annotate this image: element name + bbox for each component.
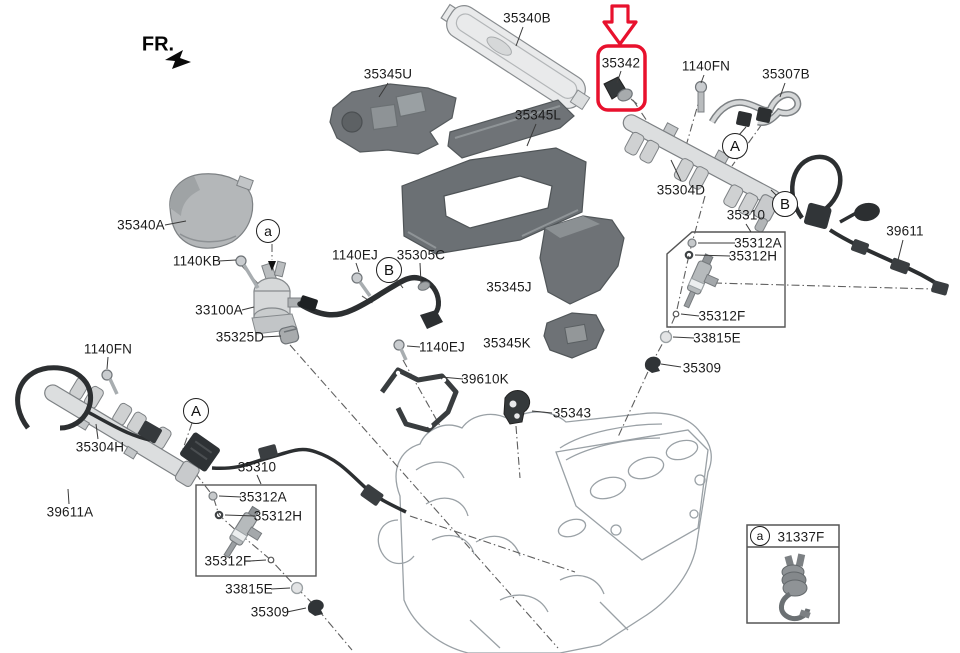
part-label-35340B[interactable]: 35340B <box>503 10 551 26</box>
oring-35312F-right <box>672 310 680 318</box>
bolt-1140FN-right <box>694 80 708 113</box>
bolt-1140KB <box>235 255 260 289</box>
oring-35312F-left <box>267 556 275 564</box>
injector-box-left <box>195 484 317 577</box>
part-label-35325D[interactable]: 35325D <box>215 329 265 345</box>
fuel-rail-right-35304D <box>622 114 782 233</box>
cover-35340B <box>440 3 591 111</box>
leader-lines <box>67 26 904 613</box>
oring-35312H-right <box>684 250 694 260</box>
part-label-35343[interactable]: 35343 <box>552 405 592 421</box>
harness-39611A <box>15 365 407 514</box>
callout-circle-A-left: A <box>183 398 209 424</box>
foam-35345J <box>539 215 625 305</box>
callout-circle-A-right: A <box>722 133 748 159</box>
callout-circle-B-left: B <box>376 257 402 283</box>
injector-right <box>683 253 719 309</box>
hose-35305C <box>297 274 443 329</box>
part-label-35312A-right[interactable]: 35312A <box>734 235 782 251</box>
install-arrowhead <box>268 261 276 271</box>
pipe-35307B <box>708 91 802 127</box>
bolt-1140EJ-lower <box>393 339 408 361</box>
highlight-arrow <box>602 4 638 46</box>
part-label-39611[interactable]: 39611 <box>886 223 924 239</box>
part-label-35312H-right[interactable]: 35312H <box>728 248 778 264</box>
part-label-31337F[interactable]: 31337F <box>777 529 825 545</box>
part-label-39611A[interactable]: 39611A <box>46 504 94 520</box>
bracket-39610K <box>379 367 459 433</box>
ring-33815E-right <box>659 330 673 344</box>
part-label-35312F-left[interactable]: 35312F <box>204 553 252 569</box>
part-label-1140EJ-lower[interactable]: 1140EJ <box>419 339 465 355</box>
pump-33100A <box>251 260 302 335</box>
part-label-35345J[interactable]: 35345J <box>486 279 532 295</box>
sensor-35342 <box>603 76 638 105</box>
part-label-35309-right[interactable]: 35309 <box>682 360 722 376</box>
part-label-35312H-left[interactable]: 35312H <box>253 508 303 524</box>
part-label-35345K[interactable]: 35345K <box>483 335 531 351</box>
clip-35309-left <box>307 599 324 616</box>
part-label-1140FN-left[interactable]: 1140FN <box>83 341 133 357</box>
part-label-35345L[interactable]: 35345L <box>514 107 562 123</box>
cap-35340A <box>169 173 254 249</box>
part-label-35309-left[interactable]: 35309 <box>250 604 290 620</box>
fuel-rail-left-35304H <box>44 377 200 487</box>
bolt-1140FN-left <box>101 369 119 395</box>
part-label-35342[interactable]: 35342 <box>601 55 641 71</box>
foam-35345L-bar <box>447 99 575 159</box>
part-label-1140FN-right[interactable]: 1140FN <box>681 58 731 74</box>
callout-circle-B-right: B <box>772 191 798 217</box>
part-label-35304H[interactable]: 35304H <box>75 439 125 455</box>
harness-39611 <box>790 154 949 296</box>
part-label-33815E-left[interactable]: 33815E <box>225 581 273 597</box>
part-label-1140EJ-upper[interactable]: 1140EJ <box>332 247 378 263</box>
part-label-35307B[interactable]: 35307B <box>762 66 810 82</box>
part-label-1140KB[interactable]: 1140KB <box>172 253 222 269</box>
foam-35345U <box>329 83 457 155</box>
part-label-35310-right[interactable]: 35310 <box>726 207 766 223</box>
ring-33815E-left <box>290 581 304 595</box>
injector-box-right <box>666 231 786 328</box>
clip-35309-right <box>644 356 661 373</box>
part-label-35310-left[interactable]: 35310 <box>237 459 277 475</box>
callout-circle-a-pump: a <box>256 219 280 243</box>
part-label-39610K[interactable]: 39610K <box>461 371 509 387</box>
part-label-35345U[interactable]: 35345U <box>363 66 413 82</box>
part-label-35312F-right[interactable]: 35312F <box>698 308 746 324</box>
legend-part-31337F <box>779 553 811 622</box>
part-label-33100A[interactable]: 33100A <box>195 302 243 318</box>
foam-35345K <box>543 312 605 359</box>
part-label-35340A[interactable]: 35340A <box>117 217 165 233</box>
washer-35312A-left <box>208 491 218 501</box>
clamp-35325D <box>278 325 300 345</box>
foam-35345L-frame <box>401 147 587 255</box>
part-label-35304D[interactable]: 35304D <box>656 182 706 198</box>
part-label-35312A-left[interactable]: 35312A <box>239 489 287 505</box>
oring-35312H-left <box>214 510 224 520</box>
bolt-1140EJ-upper <box>351 272 372 298</box>
callout-circle-a-legend: a <box>750 526 770 546</box>
injector-left <box>223 505 263 559</box>
washer-35312A-right <box>687 238 697 248</box>
bracket-35343 <box>503 390 531 425</box>
fr-direction-arrow-icon <box>165 50 191 69</box>
highlight-box <box>596 44 647 112</box>
part-label-35305C[interactable]: 35305C <box>396 247 446 263</box>
part-label-33815E-right[interactable]: 33815E <box>693 330 741 346</box>
engine-block <box>377 411 712 653</box>
